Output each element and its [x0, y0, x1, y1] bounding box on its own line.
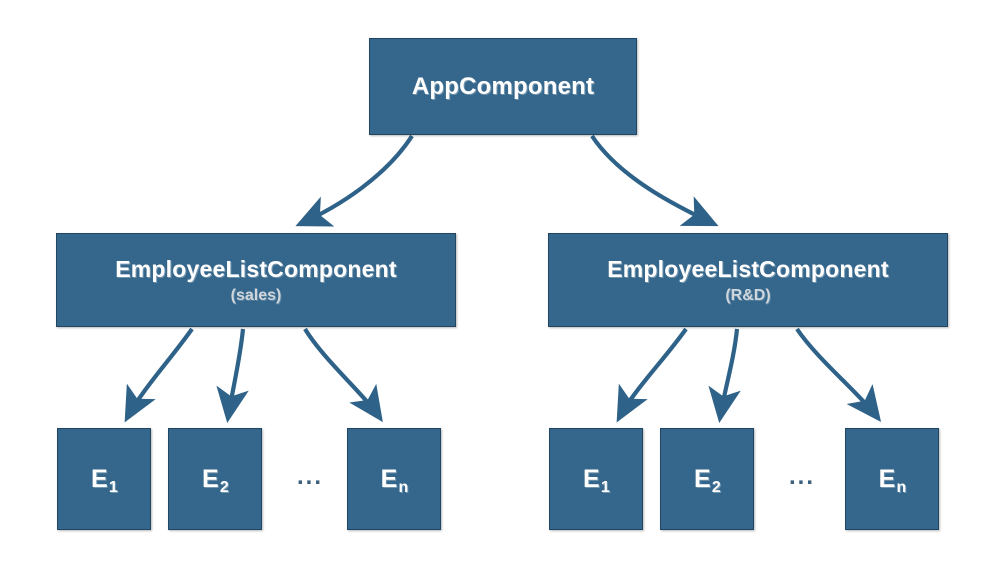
- node-employee-sales-n-label: En: [380, 464, 409, 496]
- edge-sales-to-leaf-1: [124, 327, 194, 423]
- employee-base-letter: E: [694, 464, 711, 493]
- node-employee-list-component-sales-sublabel: (sales): [230, 286, 282, 304]
- employee-index: n: [896, 478, 907, 496]
- edge-rnd-to-leaf-1: [616, 327, 688, 423]
- ellipsis-sales: ...: [296, 463, 323, 490]
- employee-base-letter: E: [380, 464, 398, 493]
- node-employee-list-component-sales-label: EmployeeListComponent: [115, 255, 397, 282]
- employee-index: 2: [711, 478, 721, 496]
- node-employee-list-component-rnd-label: EmployeeListComponent: [607, 255, 889, 282]
- node-employee-rnd-1-label: E1: [583, 464, 610, 496]
- edge-app-to-rnd: [590, 134, 719, 227]
- node-employee-sales-2[interactable]: E2: [168, 428, 262, 530]
- employee-index: 1: [600, 478, 610, 496]
- node-app-component-label: AppComponent: [411, 72, 595, 100]
- edge-rnd-to-leaf-3: [795, 327, 882, 422]
- node-employee-sales-2-label: E2: [202, 464, 229, 496]
- node-employee-list-component-rnd[interactable]: EmployeeListComponent (R&D): [548, 233, 948, 327]
- node-app-component[interactable]: AppComponent: [369, 38, 637, 135]
- edge-sales-to-leaf-3: [303, 327, 383, 423]
- node-employee-rnd-1[interactable]: E1: [549, 428, 643, 530]
- edge-sales-to-leaf-2: [216, 328, 249, 423]
- node-employee-rnd-2-label: E2: [694, 464, 721, 496]
- node-employee-rnd-2[interactable]: E2: [660, 428, 754, 530]
- employee-base-letter: E: [583, 464, 600, 493]
- employee-base-letter: E: [202, 464, 219, 493]
- edge-app-to-sales: [295, 134, 414, 227]
- node-employee-rnd-n[interactable]: En: [845, 428, 939, 530]
- node-employee-list-component-rnd-sublabel: (R&D): [725, 286, 771, 304]
- node-employee-sales-1-label: E1: [91, 464, 118, 496]
- employee-index: 2: [219, 478, 229, 496]
- employee-base-letter: E: [878, 464, 896, 493]
- employee-base-letter: E: [91, 464, 108, 493]
- node-employee-list-component-sales[interactable]: EmployeeListComponent (sales): [56, 233, 456, 327]
- edge-rnd-to-leaf-2: [708, 328, 741, 423]
- node-employee-sales-n[interactable]: En: [347, 428, 441, 530]
- employee-index: 1: [108, 478, 118, 496]
- node-employee-sales-1[interactable]: E1: [57, 428, 151, 530]
- node-employee-rnd-n-label: En: [878, 464, 907, 496]
- ellipsis-rnd: ...: [788, 463, 815, 490]
- employee-index: n: [398, 478, 409, 496]
